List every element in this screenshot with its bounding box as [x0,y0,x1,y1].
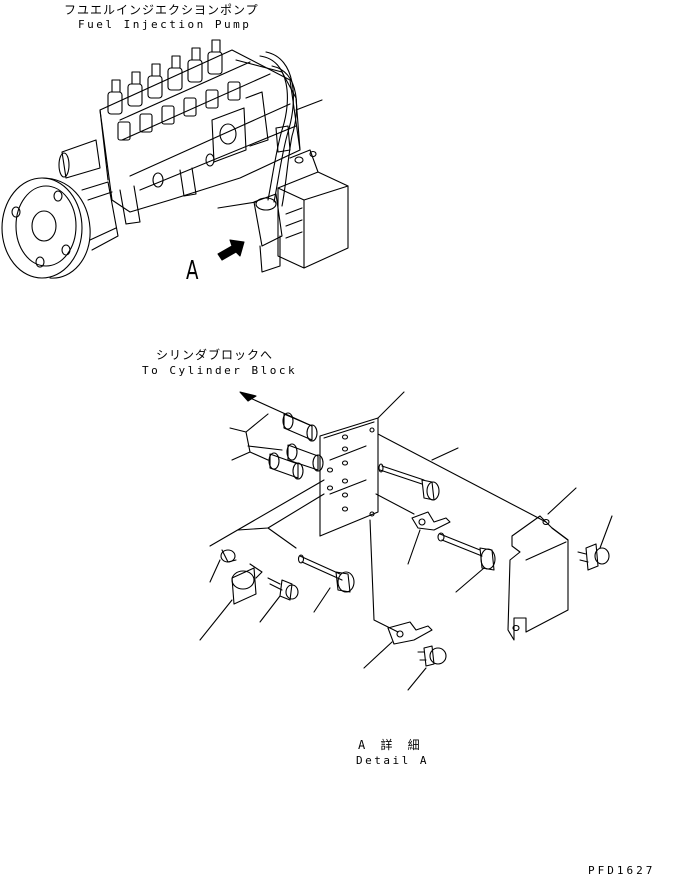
detail-a-title-en: Detail A [356,754,429,767]
terminal-plate [319,417,379,537]
delivery-valves [107,39,241,141]
fuel-injection-pump-illustration [1,39,349,279]
view-direction-arrow-icon [217,239,245,261]
insulating-sleeves [268,412,324,480]
detail-a-title-jp: A 詳 細 [358,738,424,752]
drawing-code: PFD1627 [588,864,656,877]
terminal-cover [507,515,569,641]
detail-a-exploded-view [199,391,613,691]
cylinder-block-jp: シリンダブロックへ [156,348,274,362]
pump-title-en: Fuel Injection Pump [78,18,252,31]
pump-title-jp: フユエルインジエクシヨンポンプ [64,3,259,17]
cylinder-block-en: To Cylinder Block [142,364,298,377]
view-a-label: A [186,256,199,286]
